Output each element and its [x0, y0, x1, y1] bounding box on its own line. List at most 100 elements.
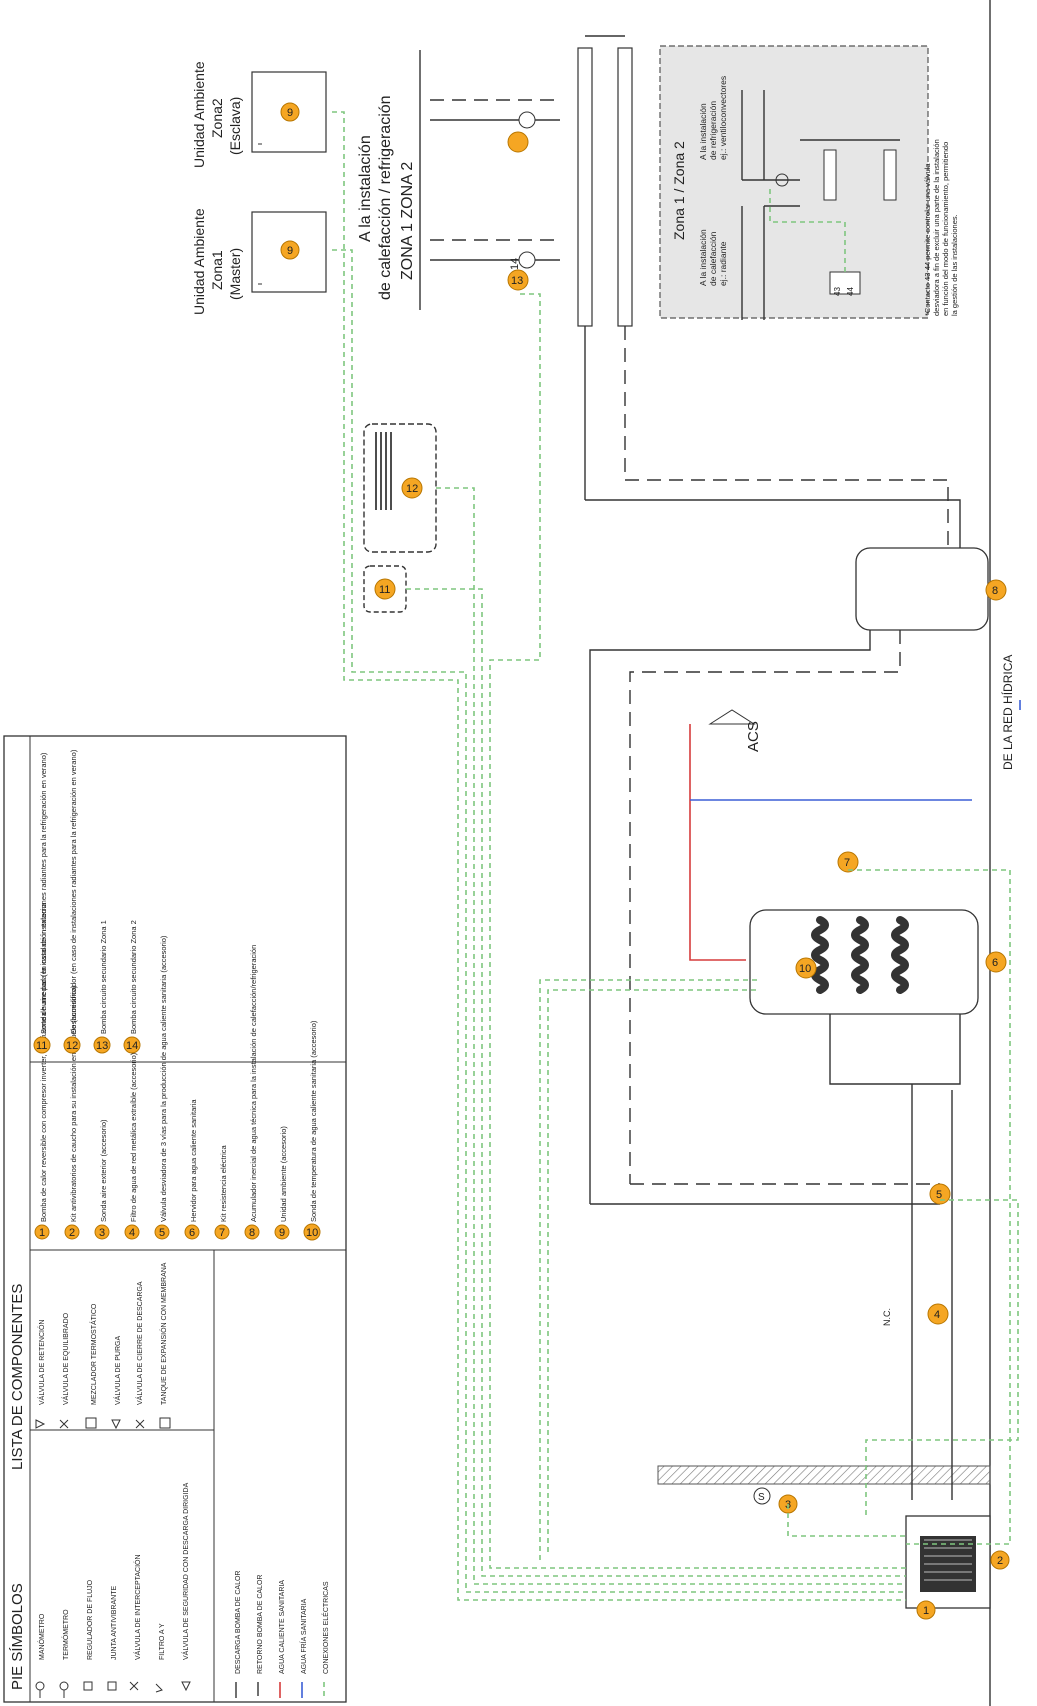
legend-component: Sonda aire exterior (accesorio) [99, 1119, 108, 1222]
svg-text:14: 14 [509, 258, 521, 270]
svg-text:7: 7 [844, 857, 850, 869]
legend-symbol: TANQUE DE EXPANSIÓN CON MEMBRANA [159, 1262, 168, 1405]
svg-text:A la instalación: A la instalación [698, 103, 708, 160]
zone-box: Zona 1 / Zona 2 A la instalación de cale… [659, 45, 959, 320]
legend-component: Bomba de calor reversible con compresor … [39, 902, 48, 1222]
legend-symbol: REGULADOR DE FLUJO [87, 1579, 94, 1660]
svg-text:8: 8 [249, 1227, 255, 1239]
legend-symbols-title: PIE SÍMBOLOS [9, 1583, 26, 1690]
svg-text:desviadora a fin de excluir un: desviadora a fin de excluir una parte de… [932, 139, 941, 316]
svg-text:13: 13 [96, 1040, 108, 1052]
svg-text:9: 9 [279, 1227, 285, 1239]
sensor-s-label: S [758, 1492, 765, 1503]
room-unit-1-line2: Zona1 [209, 250, 225, 290]
svg-text:3: 3 [99, 1227, 105, 1239]
install-heading: A la instalación de calefacción / refrig… [357, 95, 416, 300]
legend-component: Bomba circuito secundario Zona 1 [99, 920, 108, 1034]
nc-label: N.C. [882, 1308, 892, 1326]
svg-text:A la instalación: A la instalación [357, 135, 374, 242]
legend-symbol: MANÓMETRO [37, 1613, 46, 1660]
legend-symbol-list-b: VÁLVULA DE RETENCIÓN VÁLVULA DE EQUILIBR… [37, 1262, 168, 1405]
svg-text:12: 12 [66, 1040, 78, 1052]
legend-component: Acumulador inercial de agua técnica para… [249, 945, 258, 1222]
legend-symbol: VÁLVULA DE INTERCEPTACIÓN [133, 1554, 142, 1660]
svg-text:ej.: radiante: ej.: radiante [718, 241, 728, 286]
legend-line-label: CONEXIONES ELÉCTRICAS [321, 1581, 330, 1674]
legend-symbol-list-a: MANÓMETRO TERMÓMETRO REGULADOR DE FLUJO … [37, 1482, 190, 1660]
dehumidifier: 12 [363, 423, 437, 553]
legend-line-types: DESCARGA BOMBA DE CALOR RETORNO BOMBA DE… [235, 1571, 330, 1698]
svg-text:4: 4 [934, 1309, 940, 1321]
legend-component: Filtro de agua de red metálica extraíble… [129, 1052, 138, 1222]
legend-symbol: FILTRO A Y [159, 1623, 166, 1660]
svg-text:2: 2 [997, 1555, 1003, 1567]
legend-component-list-b: 11 Sonda humedad (en caso de instalacion… [33, 749, 141, 1054]
room-unit-1-line1: Unidad Ambiente [191, 208, 207, 315]
svg-text:A la instalación: A la instalación [698, 229, 708, 286]
red-hidrica-label: DE LA RED HÍDRICA [1000, 655, 1015, 770]
svg-text:de calefacción: de calefacción [708, 231, 718, 286]
dhw-boiler: 6 10 7 [749, 851, 1007, 1085]
svg-text:43: 43 [833, 287, 842, 296]
legend-component: Válvula desviadora de 3 vías para la pro… [159, 935, 168, 1222]
svg-text:44: 44 [846, 287, 855, 296]
svg-text:9: 9 [287, 107, 293, 119]
legend-line-label: RETORNO BOMBA DE CALOR [257, 1575, 264, 1674]
svg-text:4: 4 [129, 1227, 135, 1239]
legend-component: Deshumidificador (en caso de instalacion… [69, 749, 78, 1034]
svg-text:de calefacción / refrigeración: de calefacción / refrigeración [377, 95, 394, 300]
room-unit-zone2: 9 Unidad Ambiente Zona2 (Esclava) [191, 61, 327, 168]
svg-text:8: 8 [992, 585, 998, 597]
legend-symbol-icons-b [35, 1417, 171, 1430]
legend-symbol: VÁLVULA DE RETENCIÓN [37, 1320, 46, 1405]
legend-symbol: MEZCLADOR TERMOSTÁTICO [89, 1303, 98, 1405]
svg-text:7: 7 [219, 1227, 225, 1239]
humidity-sensor: 11 [363, 565, 407, 613]
legend-line-label: AGUA FRÍA SANITARIA [299, 1598, 308, 1674]
svg-text:la gestión de las instalacione: la gestión de las instalaciones. [950, 214, 959, 316]
legend-component: Kit antivibratorios de caucho para su in… [69, 985, 78, 1222]
svg-text:5: 5 [936, 1189, 942, 1201]
legend-component: Unidad ambiente (accesorio) [279, 1126, 288, 1222]
svg-text:en función del modo de funcion: en función del modo de funcionamiento, p… [941, 142, 950, 316]
svg-text:10: 10 [799, 963, 811, 975]
legend-component-list-a: 1 Bomba de calor reversible con compreso… [34, 902, 321, 1241]
zone-box-title: Zona 1 / Zona 2 [671, 141, 687, 240]
room-unit-2-line2: Zona2 [209, 98, 225, 138]
svg-text:14: 14 [126, 1040, 138, 1052]
svg-text:de refrigeración: de refrigeración [708, 101, 718, 160]
legend-symbol: VÁLVULA DE PURGA [113, 1336, 122, 1405]
svg-text:1: 1 [923, 1605, 929, 1617]
svg-text:1: 1 [39, 1227, 45, 1239]
hydraulic-group: 5 4 N.C. S 3 [590, 1084, 953, 1514]
svg-text:2: 2 [69, 1227, 75, 1239]
svg-text:13: 13 [511, 275, 523, 287]
svg-text:*Contacto 43-44 permite contro: *Contacto 43-44 permite controlar una vá… [923, 163, 932, 316]
legend-line-label: DESCARGA BOMBA DE CALOR [235, 1571, 242, 1674]
legend-table: PIE SÍMBOLOS LISTA DE COMPONENTES MANÓME… [3, 735, 347, 1703]
legend-symbol: VÁLVULA DE SEGURIDAD CON DESCARGA DIRIGI… [181, 1482, 190, 1660]
svg-text:ej.: ventiloconvectores: ej.: ventiloconvectores [718, 76, 728, 160]
svg-text:11: 11 [36, 1040, 47, 1052]
svg-text:10: 10 [306, 1227, 318, 1239]
dhw-outlet: ACS DE LA RED HÍDRICA [689, 655, 1021, 961]
svg-text:11: 11 [379, 584, 390, 596]
zone-piping: 13 14 [419, 35, 633, 500]
svg-text:12: 12 [406, 483, 418, 495]
room-unit-2-line3: (Esclava) [227, 97, 243, 155]
legend-symbol: VÁLVULA DE EQUILIBRADO [61, 1312, 70, 1405]
legend-symbol: JUNTA ANTIVIBRANTE [111, 1586, 118, 1660]
svg-text:ZONA 1 ZONA 2: ZONA 1 ZONA 2 [399, 162, 416, 280]
legend-component: Bomba circuito secundario Zona 2 [129, 920, 138, 1034]
buffer-tank: 8 [585, 479, 1007, 1204]
legend-components-title: LISTA DE COMPONENTES [9, 1284, 26, 1470]
room-unit-zone1: 9 Unidad Ambiente Zona1 (Master) [191, 208, 327, 315]
legend-component: Sonda de temperatura de agua caliente sa… [309, 1020, 318, 1222]
svg-text:6: 6 [992, 957, 998, 969]
legend-component: Hervidor para agua caliente sanitaria [189, 1099, 198, 1222]
building-structure [657, 0, 991, 1706]
legend-line-label: AGUA CALIENTE SANITARIA [279, 1580, 286, 1674]
legend-component: Kit resistencia eléctrica [219, 1144, 228, 1222]
